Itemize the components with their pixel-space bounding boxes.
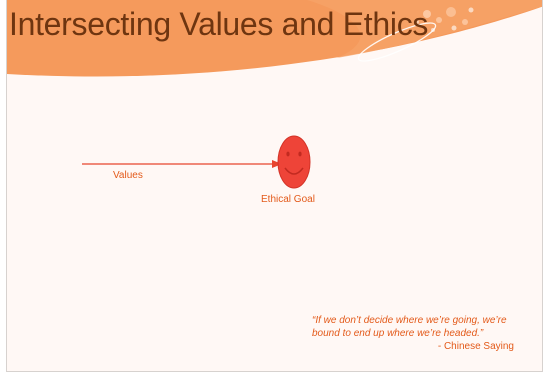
smiley-face-icon: [277, 135, 311, 189]
slide-title: Intersecting Values and Ethics: [9, 6, 429, 42]
ethical-goal-label: Ethical Goal: [261, 194, 315, 205]
quote-attribution: - Chinese Saying: [437, 341, 514, 352]
header-swoosh: [7, 0, 542, 77]
quote-text: “If we don’t decide where we’re going, w…: [312, 315, 507, 339]
right-arrow-icon: [82, 160, 282, 168]
quote-block: “If we don’t decide where we’re going, w…: [312, 314, 522, 353]
values-label: Values: [113, 170, 143, 181]
slide-body: Intersecting Values and Ethics Values Et…: [6, 0, 543, 372]
